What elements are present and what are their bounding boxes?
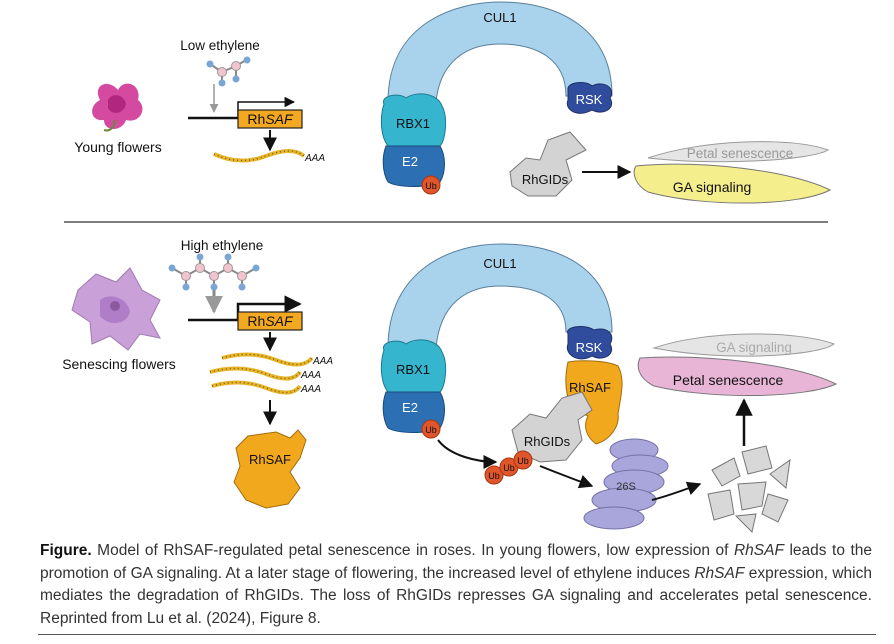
rhsaf-protein [233,429,307,509]
caption-text-1: Model of RhSAF-regulated petal senescenc… [91,542,734,559]
rbx1-protein [380,339,447,397]
caption-gene-1: RhSAF [733,542,784,559]
rhgids-protein [511,391,593,463]
high-ethylene-label: High ethylene [181,238,264,253]
young-flower-image [92,83,143,132]
polya-tail-3: AAA [300,384,321,395]
bottom-active-outcome: Petal senescence [673,372,784,388]
ub-label: Ub [425,425,437,435]
ub-chain-label-3: Ub [517,456,529,466]
proteasome-26s-icon [583,438,669,530]
petal-senescence-lozenge [647,141,830,163]
polya-tail-2: AAA [300,370,321,381]
bottom-faded-outcome: GA signaling [716,340,792,355]
ubiquitin-icon [421,419,441,439]
rbx1-protein [380,93,447,151]
top-panel: Young flowers Low ethylene RhSAF AAA [74,1,832,204]
rbx1-label: RBX1 [396,116,430,131]
ub-chain-label-2: Ub [503,463,515,473]
caption-text-2: leads to the promotion of GA signaling. … [40,542,873,582]
caption-label: Figure. [40,542,92,559]
degraded-fragments-icon [707,445,791,533]
cul1-arch [387,1,613,103]
ethylene-molecule-icon [206,56,251,87]
rhgids-label: RhGIDs [522,172,569,187]
cul1-label: CUL1 [483,10,516,25]
ga-signaling-faded-lozenge [652,333,836,357]
figure-caption: Figure. Model of RhSAF-regulated petal s… [40,540,872,630]
polya-tail-1: AAA [312,356,333,367]
rhsaf-gene-label: RhSAF [247,313,294,329]
young-flowers-label: Young flowers [74,139,161,155]
polyubiquitin-chain [484,450,533,485]
e2-label: E2 [402,400,418,415]
caption-gene-2: RhSAF [694,564,745,582]
mrna-transcript [213,149,306,163]
rhsaf-gene-label: RhSAF [247,111,294,127]
rhsaf-gene-box [237,311,303,331]
rsk-protein [566,82,612,114]
rhsaf-gene-box [237,109,303,129]
ub-label: Ub [425,181,437,191]
ub-transfer-arrow [437,439,498,469]
rbx1-label: RBX1 [396,362,430,377]
cul1-arch [387,243,613,349]
polya-tail: AAA [304,153,325,164]
ga-signaling-lozenge [633,163,832,204]
ub-chain-label-1: Ub [488,471,500,481]
rhgids-label: RhGIDs [524,434,571,449]
rhgids-protein [509,131,587,197]
rhsaf-protein-label: RhSAF [249,452,291,467]
rsk-protein [566,326,613,360]
bottom-panel: Senescing flowers High ethylene Rh [62,238,838,533]
cul1-label: CUL1 [483,256,516,271]
top-active-outcome: GA signaling [673,179,752,195]
ubiquitin-icon [421,175,441,195]
ethylene-chain-icon [168,253,260,291]
rhsaf-bound-label: RhSAF [569,380,611,395]
proteasome-label: 26S [616,481,636,493]
caption-text-3: expression, which mediates the degradati… [40,564,872,627]
to-fragments-arrow [651,481,702,501]
to-proteasome-arrow [539,465,594,489]
rsk-label: RSK [576,340,603,355]
petal-senescence-lozenge [637,356,838,396]
rsk-label: RSK [576,92,603,107]
e2-label: E2 [402,154,418,169]
caption-divider [38,634,876,635]
low-ethylene-label: Low ethylene [180,38,260,53]
top-faded-outcome: Petal senescence [687,146,794,161]
senescing-flower-image [71,267,161,351]
mrna-transcripts [209,352,314,395]
model-diagram: Young flowers Low ethylene RhSAF AAA [62,1,838,533]
senescing-flowers-label: Senescing flowers [62,356,176,372]
